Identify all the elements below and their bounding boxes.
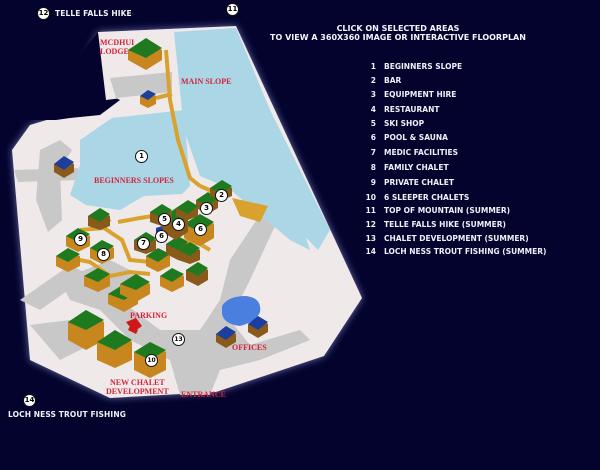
chalets [56, 38, 232, 378]
mcdhui-lodge-label[interactable]: MCDHUI LODGE [100, 38, 135, 56]
mcdhui-lodge-building [128, 38, 162, 70]
marker-loch-ness[interactable]: 14 [23, 394, 36, 407]
marker-1[interactable]: 1 [135, 150, 148, 163]
marker-top-of-mountain[interactable]: 11 [226, 3, 239, 16]
marker-4[interactable]: 4 [172, 218, 185, 231]
marker-5[interactable]: 5 [158, 213, 171, 226]
marker-8[interactable]: 8 [97, 248, 110, 261]
marker-6[interactable]: 6 [194, 223, 207, 236]
map-instructions: CLICK ON SELECTED AREAS TO VIEW A 360X36… [238, 24, 558, 42]
entrance-label[interactable]: ENTRANCE [181, 390, 226, 399]
marker-3[interactable]: 3 [200, 202, 213, 215]
marker-6b[interactable]: 6 [155, 230, 168, 243]
marker-telle-falls[interactable]: 12 [37, 7, 50, 20]
main-slope-label[interactable]: MAIN SLOPE [181, 77, 232, 86]
instructions-line2: TO VIEW A 360X360 IMAGE OR INTERACTIVE F… [270, 33, 526, 42]
parking-label[interactable]: PARKING [130, 311, 168, 320]
marker-7[interactable]: 7 [137, 237, 150, 250]
marker-13[interactable]: 13 [172, 333, 185, 346]
marker-10[interactable]: 10 [145, 354, 158, 367]
car-icon [126, 318, 142, 334]
instructions-line1: CLICK ON SELECTED AREAS [336, 24, 460, 33]
marker-9[interactable]: 9 [74, 233, 87, 246]
main-slope-area [174, 28, 330, 250]
new-chalet-development-label[interactable]: NEW CHALET DEVELOPMENT [106, 378, 169, 396]
telle-falls-label[interactable]: TELLE FALLS HIKE [55, 9, 132, 18]
beginners-slopes-label[interactable]: BEGINNERS SLOPES [94, 176, 174, 185]
blue-buildings [54, 90, 268, 348]
lake [222, 296, 261, 326]
offices-label[interactable]: OFFICES [232, 343, 267, 352]
marker-2[interactable]: 2 [215, 189, 228, 202]
loch-ness-label[interactable]: LOCH NESS TROUT FISHING [8, 410, 126, 419]
beginners-slope-area [70, 110, 190, 210]
